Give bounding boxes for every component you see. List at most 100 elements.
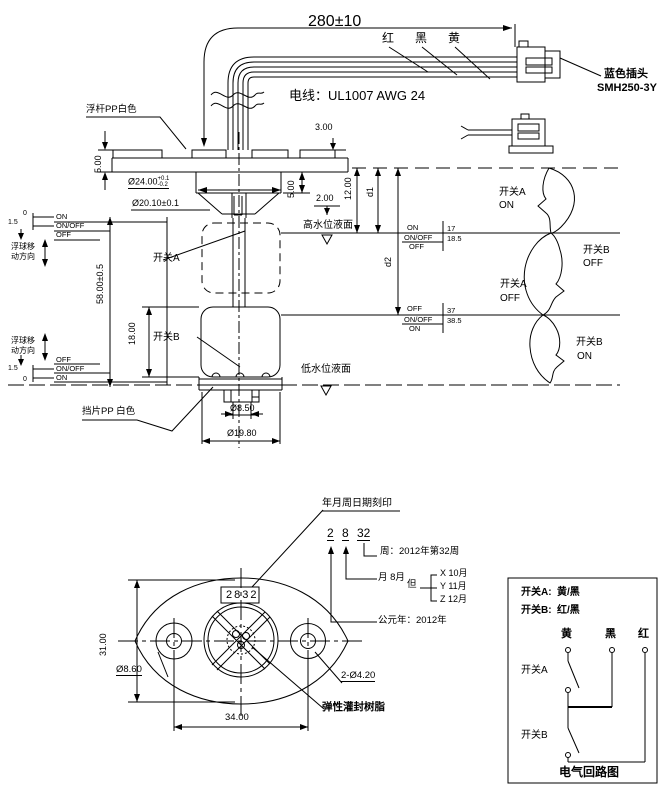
cable-length-label: 280±10 [308, 13, 362, 30]
hole-boss-leader [157, 651, 169, 678]
left-bottom-state-off: OFF [56, 355, 71, 364]
cable-length-dimension [201, 24, 516, 147]
offset-top-label: 12.00 [343, 177, 354, 200]
low-level-label: 低水位液面 [301, 364, 351, 375]
zone-switch-b-on-state: ON [577, 351, 592, 362]
left-bottom-state-onoff: ON/OFF [56, 364, 85, 373]
right-bottom-state-off: OFF [407, 304, 422, 313]
wire-red-label: 红 [382, 31, 395, 45]
zone-switch-a-on-state: ON [499, 200, 514, 211]
date-digit-year: 2 [327, 526, 334, 542]
circuit-column-red: 红 [638, 628, 649, 640]
zone-switch-a-on: 开关A [499, 187, 526, 198]
wire-black-label: 黑 [415, 31, 428, 45]
left-bottom-tick-0: 0 [23, 376, 27, 383]
view-height-dimension [128, 579, 235, 703]
date-month-note: 月 8月 [378, 572, 405, 583]
connector-icon [516, 40, 602, 83]
zone-switch-a-off: 开关A [500, 279, 527, 290]
dia-stem-dimension [221, 402, 263, 419]
switch-a-label: 开关A [153, 253, 180, 264]
gap-label: 2.00 [316, 193, 334, 203]
zone-switch-b-off: 开关B [583, 245, 610, 256]
dia-neck-label: Ø20.10±0.1 [132, 198, 179, 208]
baffle-base [198, 372, 283, 403]
date-but-note: 但 [407, 579, 417, 590]
circuit-diagram [507, 577, 658, 784]
dia-flange-tolerance: +0.1-0.2 [157, 176, 170, 188]
left-bottom-state-on: ON [56, 373, 68, 382]
switch-b-label: 开关B [153, 332, 180, 343]
low-level-triangle [320, 385, 332, 397]
date-year-note: 公元年：2012年 [378, 615, 447, 626]
wire-yellow-label: 黄 [448, 31, 461, 45]
cable-bundle [227, 56, 517, 150]
float-direction-label-top: 浮球移动方向 [11, 242, 35, 261]
right-top-value-17: 17 [447, 224, 456, 233]
flange-thickness-label: 5.00 [93, 155, 104, 173]
boss-height-label: 3.00 [315, 122, 333, 132]
float-rod-label: 浮杆PP白色 [86, 104, 137, 115]
right-top-value-185: 18.5 [447, 234, 462, 243]
circuit-column-black: 黑 [605, 628, 616, 640]
holes-leader [314, 651, 343, 684]
circuit-column-yellow: 黄 [561, 628, 572, 640]
hole-boss-label: Ø8.60 [116, 664, 142, 677]
stem-lines [232, 218, 246, 307]
left-bottom-tick-15: 1.5 [8, 365, 18, 372]
left-top-tick-15: 1.5 [8, 219, 18, 226]
d2-label: d2 [383, 256, 394, 267]
circuit-wiring-a-value: 黄/黑 [557, 587, 580, 598]
left-top-state-off: OFF [56, 230, 71, 239]
gap-dimension [314, 205, 340, 215]
resin-leader [251, 646, 325, 710]
cable-break-symbol [210, 91, 265, 109]
float-rod-leader [86, 116, 187, 150]
right-bottom-state-on: ON [409, 324, 421, 333]
hub-height-label: 5.00 [286, 180, 297, 198]
left-top-state-on: ON [56, 212, 68, 221]
switch-a-leader [162, 230, 246, 261]
high-level-label: 高水位液面 [303, 220, 353, 231]
date-alt-month-y: Y 11月 [440, 581, 467, 591]
high-level-triangle [321, 234, 333, 246]
right-top-state-on: ON [407, 223, 419, 232]
wire-spec-label: 电线：UL1007 AWG 24 [289, 88, 426, 103]
date-stamp-leader [251, 509, 400, 588]
right-top-state-off: OFF [409, 242, 424, 251]
date-stamp-label: 年月周日期刻印 [322, 498, 392, 509]
flange-body [111, 149, 349, 218]
circuit-wiring-b-label: 开关B: [521, 605, 552, 616]
float-direction-arrows [42, 239, 48, 361]
right-bottom-value-37: 37 [447, 306, 456, 315]
date-alt-month-x: X 10月 [440, 568, 468, 578]
left-bottom-state-lines [18, 355, 167, 383]
zone-switch-b-off-state: OFF [583, 258, 603, 269]
zone-switch-b-on: 开关B [576, 337, 603, 348]
holes-label: 2-Ø4.20 [341, 670, 376, 683]
dia-base-label: Ø19.80 [227, 428, 257, 438]
switch-b-leader [196, 336, 241, 368]
circuit-wiring-b-value: 红/黑 [557, 605, 580, 616]
dia-base-dimension [201, 392, 281, 444]
circuit-wiring-a-label: 开关A: [521, 587, 552, 598]
circuit-switch-b-label: 开关B [521, 730, 548, 741]
connector-side-view-icon [460, 113, 554, 154]
circuit-caption: 电气回路图 [559, 765, 620, 779]
right-bottom-value-385: 38.5 [447, 316, 462, 325]
baffle-leader [82, 386, 214, 432]
connector-model-label: SMH250-3Y [597, 82, 657, 94]
bottom-view-flange [118, 568, 364, 716]
wire-label-leaders [388, 46, 491, 80]
float-b-height-label: 18.00 [127, 322, 138, 345]
date-digit-month: 8 [342, 526, 349, 542]
left-top-tick-0: 0 [23, 210, 27, 217]
date-code-stamp: 2832 [226, 589, 259, 601]
right-top-state-onoff: ON/OFF [404, 233, 433, 242]
connector-name-label: 蓝色插头 [604, 68, 648, 80]
offset-dimensions [354, 168, 401, 315]
dia-flange-value: Ø24.00 [128, 176, 158, 187]
date-alt-month-z: Z 12月 [440, 594, 468, 604]
